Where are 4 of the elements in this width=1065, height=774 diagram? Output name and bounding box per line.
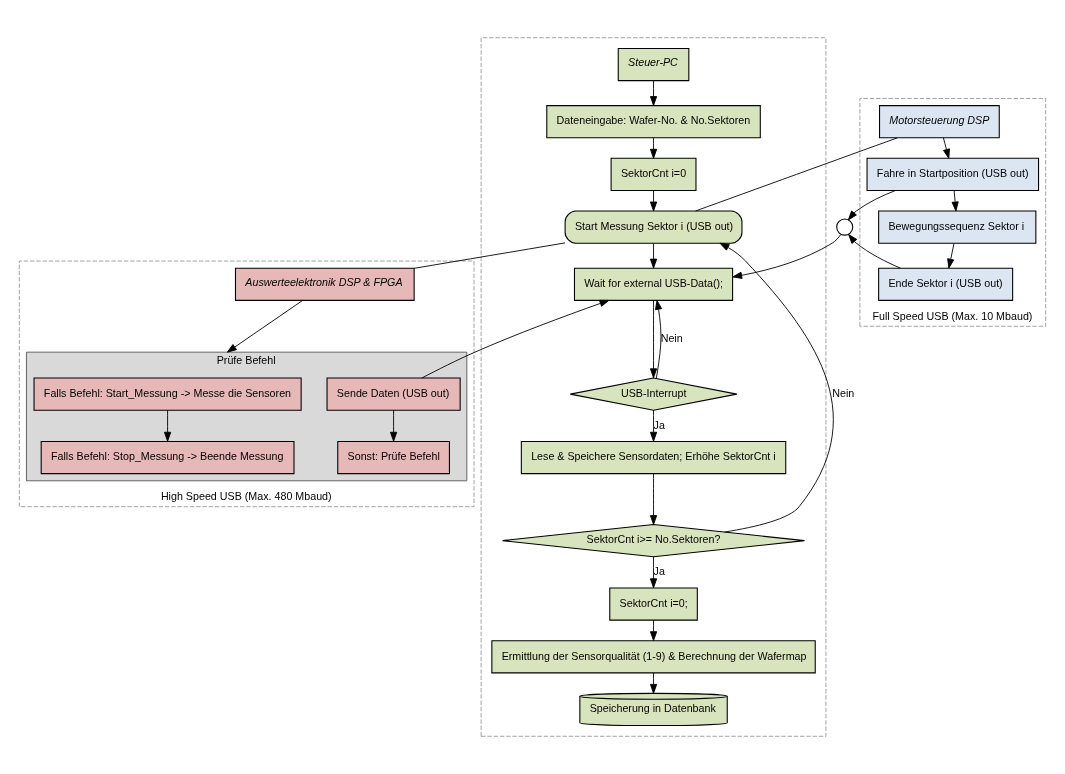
edge-label: Nein bbox=[832, 386, 855, 399]
edge-label: Nein bbox=[660, 331, 683, 344]
edge-label: Ja bbox=[653, 565, 665, 578]
edge-label: Ja bbox=[653, 418, 665, 431]
